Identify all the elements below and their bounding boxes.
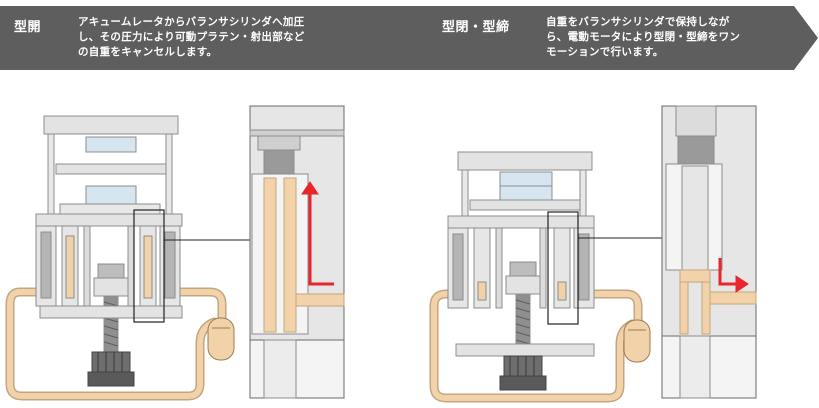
- down-right-arrow-icon: [718, 258, 749, 293]
- movable-platen: [469, 199, 581, 211]
- step-banner-mold-open: 型開 アキュームレータからバランサシリンダへ加圧 し、その圧力により可動プラテン…: [0, 6, 420, 70]
- step-description: アキュームレータからバランサシリンダへ加圧 し、その圧力により可動プラテン・射出…: [78, 16, 305, 58]
- machine-mold-open: [5, 115, 250, 401]
- step-description: 自重をバランサシリンダで保持しなが ら、電動モータにより型閉・型締をワン モーシ…: [546, 16, 741, 58]
- zoom-highlight-box: [547, 211, 579, 325]
- movable-platen: [55, 163, 167, 175]
- step-title: 型開: [14, 20, 42, 35]
- detail-view-mold-open: [249, 105, 345, 399]
- accumulator: [207, 317, 235, 361]
- zoom-highlight-box: [133, 209, 165, 323]
- machine-mold-close-clamp: [429, 151, 662, 403]
- up-arrow-icon: [301, 181, 334, 286]
- fixed-top-plate: [457, 151, 593, 171]
- step-banner-mold-close-clamp: 型閉・型締 自重をバランサシリンダで保持しなが ら、電動モータにより型閉・型締を…: [394, 6, 818, 70]
- accumulator: [623, 319, 651, 363]
- fixed-top-plate: [43, 115, 179, 135]
- detail-view-mold-close-clamp: [661, 105, 757, 399]
- step-title: 型閉・型締: [442, 20, 510, 35]
